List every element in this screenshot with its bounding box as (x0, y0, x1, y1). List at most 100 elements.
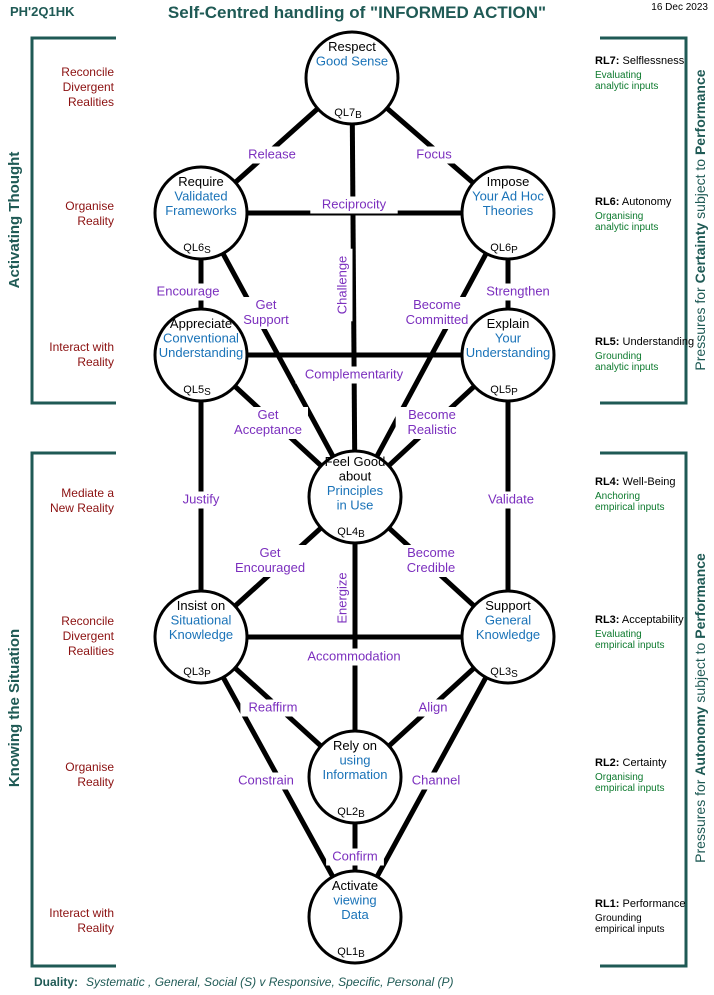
pressures-certainty-label: Pressures for Certainty subject to Perfo… (692, 69, 708, 370)
edge-label-text: Channel (412, 773, 461, 788)
pressures-suffix: subject to (692, 639, 708, 707)
node-action-text: Respect (328, 39, 376, 54)
left-label-line: Interact with (49, 340, 114, 354)
node-object-text: using (339, 753, 370, 768)
left-label-line: Organise (65, 199, 114, 213)
page-title: Self-Centred handling of "INFORMED ACTIO… (167, 3, 547, 22)
node-circle (307, 869, 403, 965)
left-label-line: Realities (67, 644, 114, 658)
edge-label-text: Validate (488, 492, 534, 507)
edge-label-text: Complementarity (305, 367, 404, 382)
node-circle (460, 165, 556, 261)
node-ql-code: QL3S (490, 666, 518, 680)
node-object-text: Your Ad Hoc (472, 189, 544, 204)
edge-label-text: Become (407, 545, 455, 560)
edge-label-text: Credible (407, 560, 455, 575)
node-ql-code: QL6S (183, 242, 211, 256)
node-action-text: Activate (332, 878, 378, 893)
node-object-text: viewing (333, 893, 376, 908)
node-circle (153, 589, 249, 685)
edge-label-text: Committed (406, 312, 469, 327)
edge-label-text: Become (408, 407, 456, 422)
node-object-text: Understanding (159, 345, 244, 360)
right-level-sub: analytic inputs (595, 81, 659, 92)
edge-label-text: Strengthen (486, 284, 550, 299)
edge-label-text: Align (419, 700, 448, 715)
left-label-line: Interact with (49, 906, 114, 920)
section-label-knowing-situation: Knowing the Situation (6, 629, 23, 787)
right-level-sub: empirical inputs (595, 783, 665, 794)
node-circle (460, 307, 556, 403)
node-action-text: Explain (487, 316, 530, 331)
edge-label-text: Get (256, 297, 277, 312)
edge-label-validate: Validate (478, 491, 544, 509)
right-level-sub: empirical inputs (595, 640, 665, 651)
node-object-text: Good Sense (316, 54, 388, 69)
pressures-prefix: Pressures for (692, 776, 708, 863)
node-circle (304, 30, 400, 126)
edge-label-text: Constrain (238, 773, 294, 788)
edge-label-text: Acceptance (234, 422, 302, 437)
edge-ql7-ql4 (349, 77, 358, 498)
edge-label-channel: Channel (407, 772, 465, 790)
edge-label-text: Support (243, 312, 289, 327)
edge-label-challenge: Challenge (335, 248, 353, 322)
edge-label-accommodation: Accommodation (302, 648, 406, 666)
edge-label-text: Become (413, 297, 461, 312)
edge-label-complementarity: Complementarity (295, 366, 413, 384)
edge-label-text: Focus (416, 147, 452, 162)
node-circle (153, 307, 249, 403)
right-level-title: RL2: Certainty (595, 757, 667, 769)
edge-label-text: Realistic (407, 422, 457, 437)
duality-footer: Duality:Systematic , General, Social (S)… (34, 975, 454, 989)
node-ql-code: QL4B (337, 526, 365, 540)
node-object-text: Frameworks (165, 203, 237, 218)
right-level-sub: Grounding (595, 913, 642, 924)
node-object-text: Data (341, 907, 369, 922)
node-circle (153, 165, 249, 261)
edge-label-reaffirm: Reaffirm (240, 699, 306, 717)
edge-label-focus: Focus (412, 146, 456, 164)
left-label-line: Reconcile (61, 65, 114, 79)
right-level-title: RL3: Acceptability (595, 614, 684, 626)
node-object-text: Validated (174, 189, 227, 204)
node-ql-code: QL5S (183, 384, 211, 398)
left-label-line: New Reality (49, 501, 114, 515)
edge-label-confirm: Confirm (326, 848, 384, 866)
node-action-text: Impose (487, 174, 530, 189)
node-circle (460, 589, 556, 685)
right-level-sub: Organising (595, 211, 644, 222)
right-level-title: RL7: Selflessness (595, 55, 685, 67)
node-object-text: Information (322, 767, 387, 782)
node-action-text: Support (485, 598, 531, 613)
edge-label-text: Release (248, 147, 296, 162)
right-level-sub: Organising (595, 772, 644, 783)
node-object-text: Conventional (163, 331, 239, 346)
edge-label-text: Accommodation (307, 649, 400, 664)
node-ql-code: QL7B (334, 107, 362, 121)
node-circle (307, 449, 403, 545)
node-object-text: Principles (327, 483, 384, 498)
duality-text: Systematic , General, Social (S) v Respo… (86, 975, 454, 989)
node-action-text: Require (178, 174, 224, 189)
edge-label-constrain: Constrain (229, 772, 303, 790)
document-date: 16 Dec 2023 (651, 2, 708, 13)
bracket-certainty (600, 36, 688, 405)
node-object-text: Understanding (466, 345, 551, 360)
